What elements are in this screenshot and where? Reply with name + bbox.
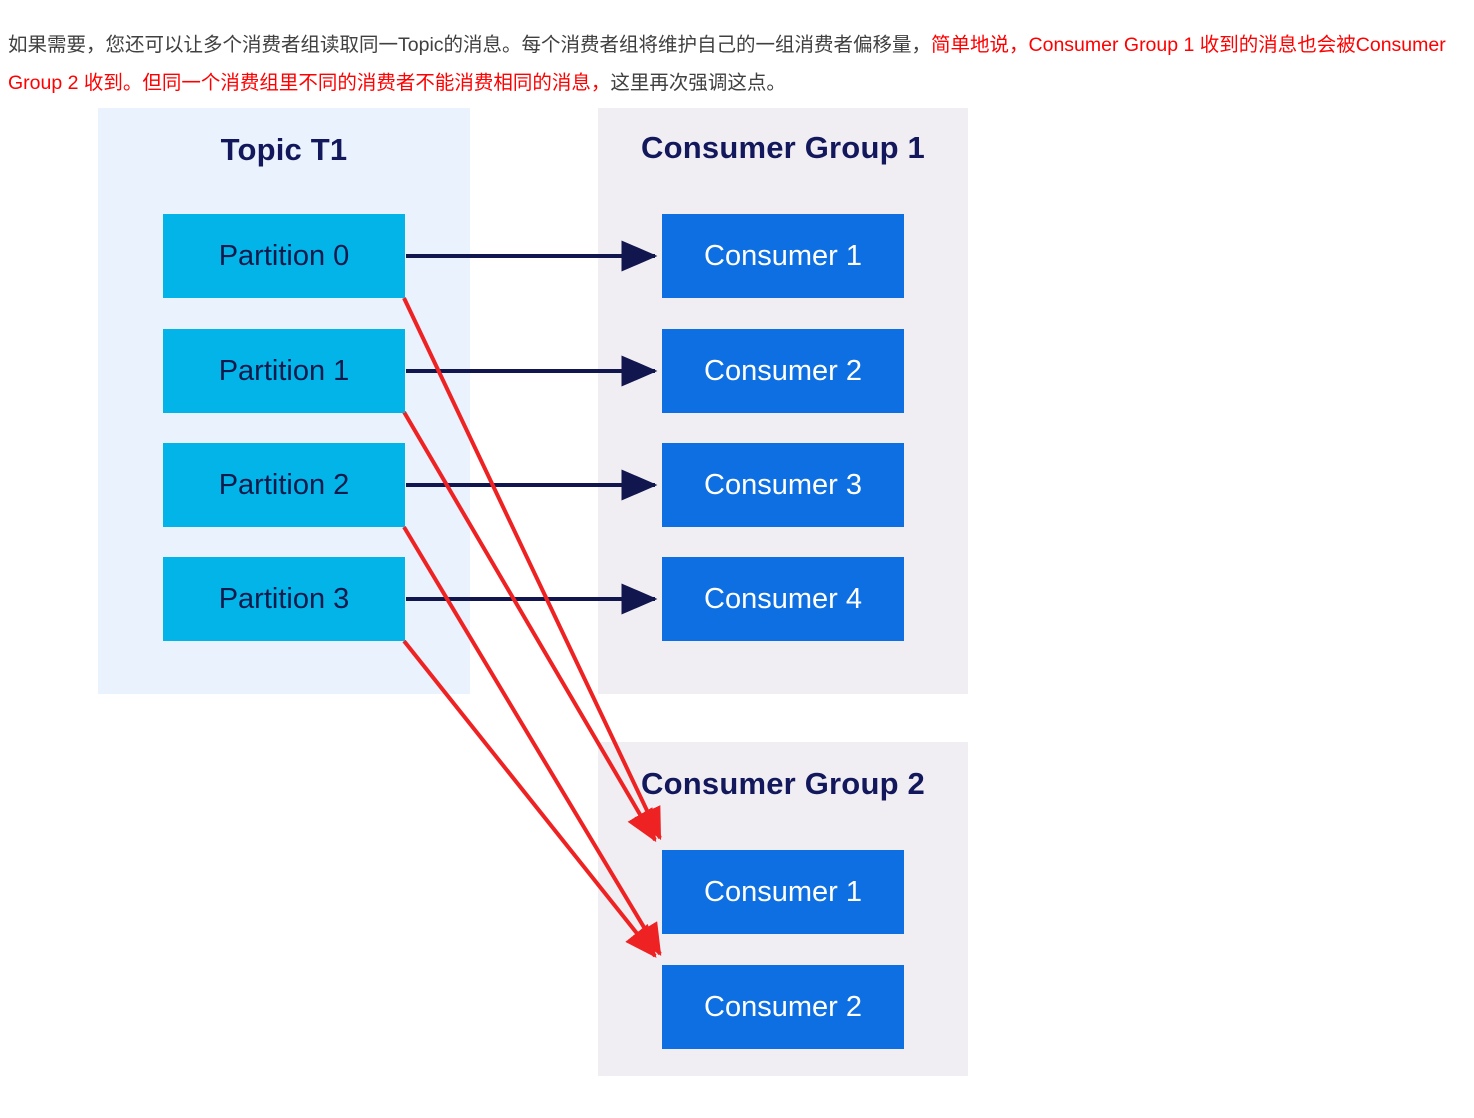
cg2-consumer-box-1[interactable]: Consumer 1: [662, 850, 904, 934]
cg2-consumer-label-1: Consumer 1: [704, 875, 862, 908]
consumer-group-2-title: Consumer Group 2: [641, 766, 925, 801]
cg1-consumer-box-2[interactable]: Consumer 2: [662, 329, 904, 413]
partition-label-3: Partition 3: [218, 582, 350, 615]
partition-box-3[interactable]: Partition 3: [163, 557, 405, 641]
paragraph-segment-red: 简单地说，Consumer Group 1 收到的消息也会被Consumer G…: [8, 33, 1446, 94]
cg1-consumer-box-4[interactable]: Consumer 4: [662, 557, 904, 641]
topic-panel-title: Topic T1: [220, 132, 348, 167]
kafka-consumer-group-diagram: Topic T1 Consumer Group 1 Consumer Group…: [0, 86, 1474, 1118]
cg1-consumer-label-4: Consumer 4: [704, 582, 862, 615]
cg1-consumer-box-1[interactable]: Consumer 1: [662, 214, 904, 298]
partition-box-1[interactable]: Partition 1: [163, 329, 405, 413]
cg2-consumer-label-2: Consumer 2: [704, 990, 862, 1023]
paragraph-segment-gray-1: 如果需要，您还可以让多个消费者组读取同一Topic的消息。每个消费者组将维护自己…: [8, 33, 932, 56]
cg1-consumer-label-3: Consumer 3: [704, 468, 862, 501]
cg2-consumer-box-2[interactable]: Consumer 2: [662, 965, 904, 1049]
cg1-consumer-box-3[interactable]: Consumer 3: [662, 443, 904, 527]
intro-paragraph: 如果需要，您还可以让多个消费者组读取同一Topic的消息。每个消费者组将维护自己…: [8, 26, 1466, 102]
cg1-consumer-label-1: Consumer 1: [704, 239, 862, 272]
partition-box-2[interactable]: Partition 2: [163, 443, 405, 527]
partition-label-2: Partition 2: [218, 468, 350, 501]
partition-label-0: Partition 0: [218, 239, 350, 272]
paragraph-segment-gray-2: 这里再次强调这点。: [610, 71, 786, 94]
partition-box-0[interactable]: Partition 0: [163, 214, 405, 298]
partition-label-1: Partition 1: [218, 354, 350, 387]
cg1-consumer-label-2: Consumer 2: [704, 354, 862, 387]
consumer-group-1-title: Consumer Group 1: [641, 130, 925, 165]
